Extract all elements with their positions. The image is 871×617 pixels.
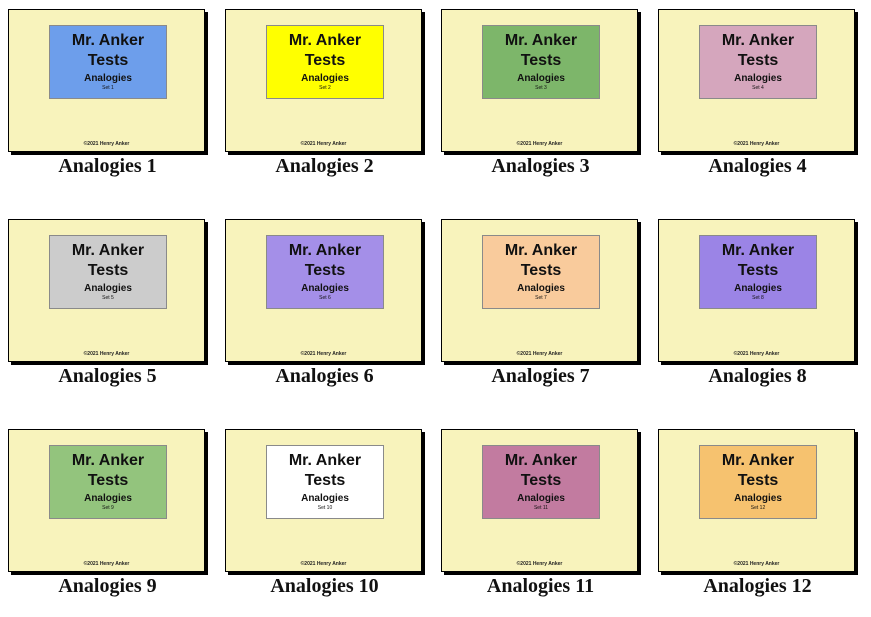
cover-subject: Analogies [734, 73, 782, 84]
cover-copyright: ©2021 Henry Anker [733, 141, 780, 147]
cover-subject: Analogies [84, 283, 132, 294]
cover-author: Mr. Anker [288, 452, 362, 469]
cover-subject: Analogies [517, 493, 565, 504]
cover-title: Tests [737, 262, 779, 279]
cover-set: Set 7 [535, 295, 547, 301]
cover-author: Mr. Anker [721, 452, 795, 469]
cover-label-1: Mr. Anker Tests Analogies Set 1 [49, 25, 167, 99]
cover-author: Mr. Anker [71, 242, 145, 259]
cover-title: Tests [87, 262, 129, 279]
cover-title: Tests [520, 262, 562, 279]
cover-label-6: Mr. Anker Tests Analogies Set 6 [266, 235, 384, 309]
cover-subject: Analogies [301, 283, 349, 294]
cover-subject: Analogies [84, 493, 132, 504]
card-caption-7[interactable]: Analogies 7 [491, 365, 590, 387]
cover-subject: Analogies [734, 493, 782, 504]
cover-set: Set 8 [752, 295, 764, 301]
card-caption-9[interactable]: Analogies 9 [58, 575, 157, 597]
card-caption-3[interactable]: Analogies 3 [491, 155, 590, 177]
cover-title: Tests [520, 52, 562, 69]
cover-copyright: ©2021 Henry Anker [300, 351, 347, 357]
cover-set: Set 4 [752, 85, 764, 91]
cover-author: Mr. Anker [721, 242, 795, 259]
cover-author: Mr. Anker [288, 242, 362, 259]
cover-subject: Analogies [517, 283, 565, 294]
card-caption-2[interactable]: Analogies 2 [275, 155, 374, 177]
card-caption-10[interactable]: Analogies 10 [270, 575, 379, 597]
card-caption-6[interactable]: Analogies 6 [275, 365, 374, 387]
book-cover-4[interactable]: Mr. Anker Tests Analogies Set 4 ©2021 He… [658, 9, 855, 152]
cover-title: Tests [520, 472, 562, 489]
cover-set: Set 2 [319, 85, 331, 91]
cover-subject: Analogies [84, 73, 132, 84]
cover-label-11: Mr. Anker Tests Analogies Set 11 [482, 445, 600, 519]
cover-subject: Analogies [301, 73, 349, 84]
book-cover-2[interactable]: Mr. Anker Tests Analogies Set 2 ©2021 He… [225, 9, 422, 152]
book-cover-9[interactable]: Mr. Anker Tests Analogies Set 9 ©2021 He… [8, 429, 205, 572]
card-caption-4[interactable]: Analogies 4 [708, 155, 807, 177]
cover-label-3: Mr. Anker Tests Analogies Set 3 [482, 25, 600, 99]
cover-label-4: Mr. Anker Tests Analogies Set 4 [699, 25, 817, 99]
book-cover-12[interactable]: Mr. Anker Tests Analogies Set 12 ©2021 H… [658, 429, 855, 572]
cover-author: Mr. Anker [721, 32, 795, 49]
card-caption-12[interactable]: Analogies 12 [703, 575, 812, 597]
cover-copyright: ©2021 Henry Anker [516, 141, 563, 147]
cover-set: Set 11 [533, 505, 549, 511]
cover-copyright: ©2021 Henry Anker [733, 351, 780, 357]
book-cover-11[interactable]: Mr. Anker Tests Analogies Set 11 ©2021 H… [441, 429, 638, 572]
cover-subject: Analogies [734, 283, 782, 294]
book-cover-5[interactable]: Mr. Anker Tests Analogies Set 5 ©2021 He… [8, 219, 205, 362]
cover-title: Tests [87, 472, 129, 489]
cover-set: Set 1 [102, 85, 114, 91]
card-caption-1[interactable]: Analogies 1 [58, 155, 157, 177]
book-cover-1[interactable]: Mr. Anker Tests Analogies Set 1 ©2021 He… [8, 9, 205, 152]
cover-author: Mr. Anker [504, 32, 578, 49]
cover-subject: Analogies [301, 493, 349, 504]
cover-title: Tests [87, 52, 129, 69]
cover-title: Tests [304, 52, 346, 69]
cover-author: Mr. Anker [504, 452, 578, 469]
book-cover-8[interactable]: Mr. Anker Tests Analogies Set 8 ©2021 He… [658, 219, 855, 362]
cover-set: Set 6 [319, 295, 331, 301]
cover-set: Set 12 [750, 505, 766, 511]
cover-label-12: Mr. Anker Tests Analogies Set 12 [699, 445, 817, 519]
cover-copyright: ©2021 Henry Anker [516, 351, 563, 357]
cover-copyright: ©2021 Henry Anker [733, 561, 780, 567]
book-cover-7[interactable]: Mr. Anker Tests Analogies Set 7 ©2021 He… [441, 219, 638, 362]
cover-title: Tests [304, 262, 346, 279]
card-caption-11[interactable]: Analogies 11 [486, 575, 595, 597]
cover-title: Tests [737, 52, 779, 69]
cover-set: Set 5 [102, 295, 114, 301]
cover-copyright: ©2021 Henry Anker [83, 351, 130, 357]
cover-label-9: Mr. Anker Tests Analogies Set 9 [49, 445, 167, 519]
cover-set: Set 10 [317, 505, 333, 511]
cover-copyright: ©2021 Henry Anker [83, 141, 130, 147]
card-caption-8[interactable]: Analogies 8 [708, 365, 807, 387]
cover-author: Mr. Anker [71, 452, 145, 469]
book-cover-6[interactable]: Mr. Anker Tests Analogies Set 6 ©2021 He… [225, 219, 422, 362]
cover-copyright: ©2021 Henry Anker [300, 561, 347, 567]
card-caption-5[interactable]: Analogies 5 [58, 365, 157, 387]
cover-author: Mr. Anker [71, 32, 145, 49]
cover-label-7: Mr. Anker Tests Analogies Set 7 [482, 235, 600, 309]
cover-subject: Analogies [517, 73, 565, 84]
book-cover-3[interactable]: Mr. Anker Tests Analogies Set 3 ©2021 He… [441, 9, 638, 152]
cover-label-2: Mr. Anker Tests Analogies Set 2 [266, 25, 384, 99]
book-cover-10[interactable]: Mr. Anker Tests Analogies Set 10 ©2021 H… [225, 429, 422, 572]
cover-copyright: ©2021 Henry Anker [300, 141, 347, 147]
cover-label-10: Mr. Anker Tests Analogies Set 10 [266, 445, 384, 519]
cover-label-5: Mr. Anker Tests Analogies Set 5 [49, 235, 167, 309]
cover-label-8: Mr. Anker Tests Analogies Set 8 [699, 235, 817, 309]
cover-title: Tests [737, 472, 779, 489]
cover-set: Set 3 [535, 85, 547, 91]
cover-author: Mr. Anker [504, 242, 578, 259]
cover-set: Set 9 [102, 505, 114, 511]
cover-copyright: ©2021 Henry Anker [83, 561, 130, 567]
cover-author: Mr. Anker [288, 32, 362, 49]
cover-copyright: ©2021 Henry Anker [516, 561, 563, 567]
cover-title: Tests [304, 472, 346, 489]
